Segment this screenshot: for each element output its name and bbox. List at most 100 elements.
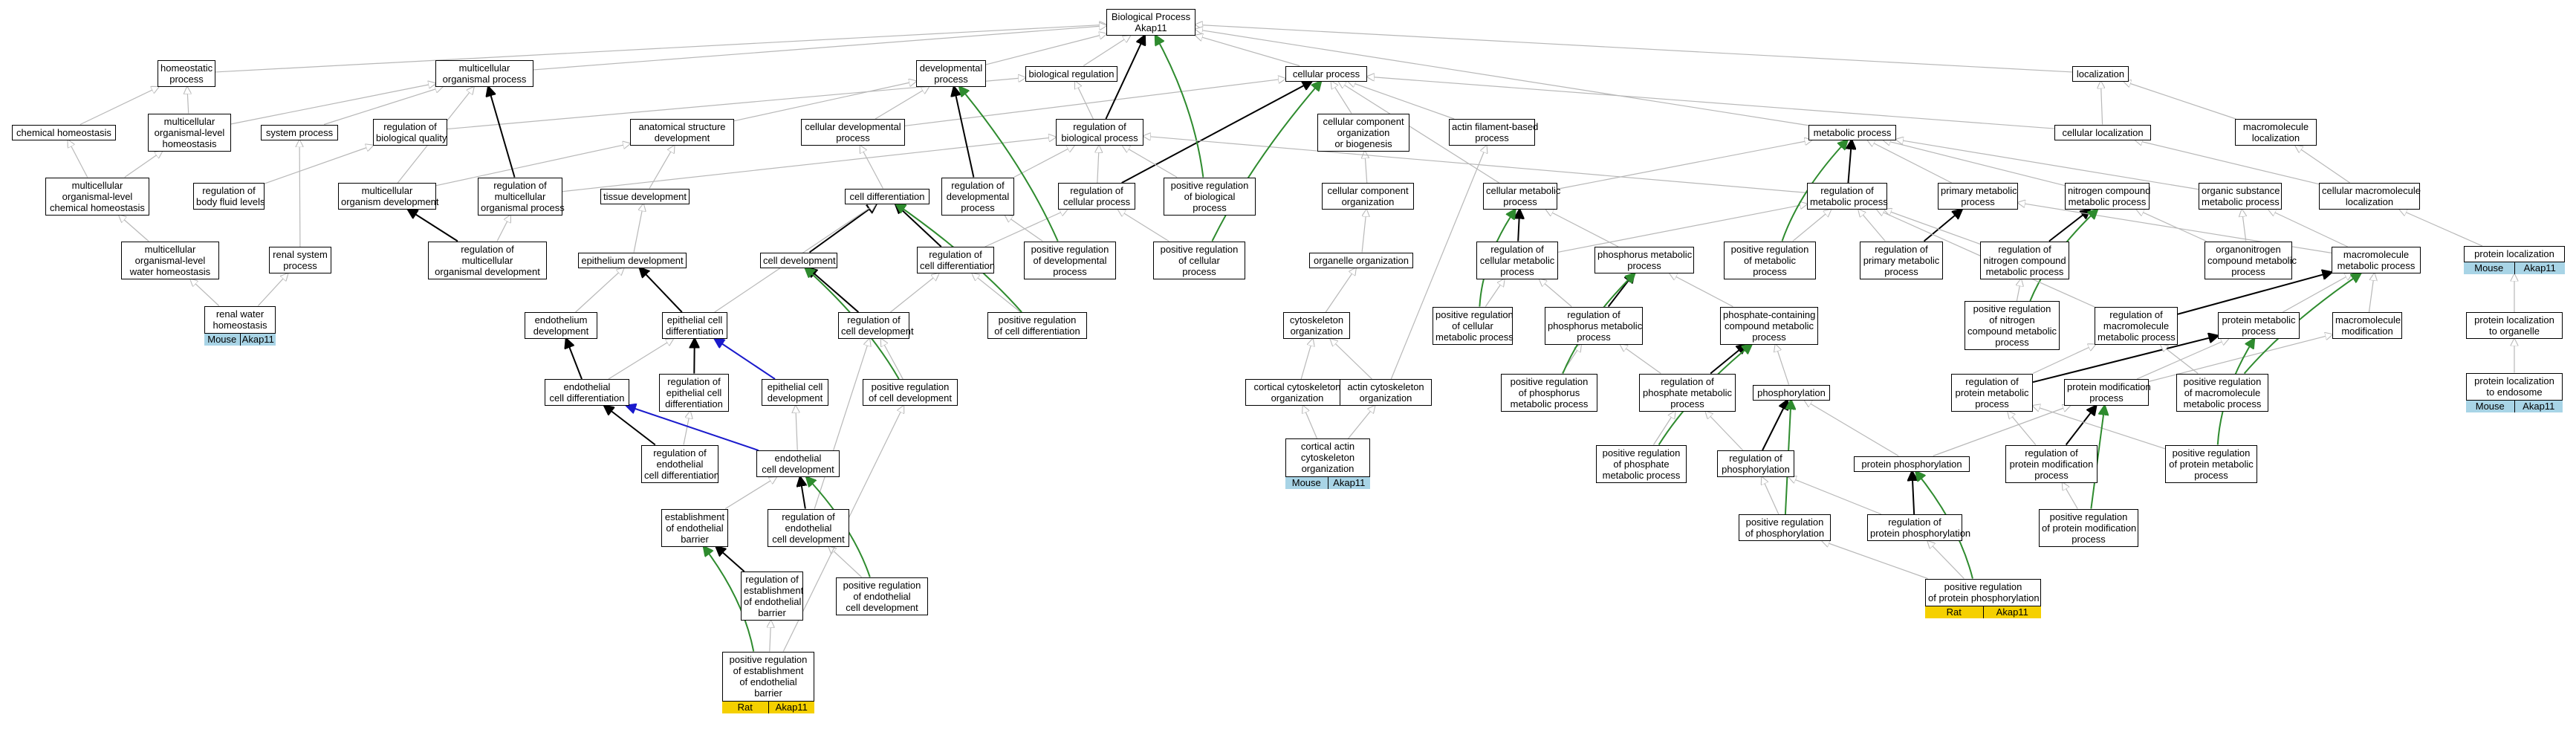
go-term-node-cellloc[interactable]: cellular localization xyxy=(2054,124,2151,140)
go-term-node-cellp[interactable]: cellular process xyxy=(1285,65,1367,82)
go-term-node-epidev[interactable]: epithelium development xyxy=(578,252,687,268)
go-term-node-celldiff[interactable]: cell differentiation xyxy=(845,188,929,204)
go-term-node-phosph[interactable]: phosphorylation xyxy=(1753,384,1830,401)
edge-part-of xyxy=(2065,406,2096,446)
go-term-node-bioreg[interactable]: biological regulation xyxy=(1025,65,1117,82)
go-term-node-celldev[interactable]: cell development xyxy=(760,252,837,268)
go-term-node-orgorg[interactable]: organelle organization xyxy=(1309,252,1413,268)
go-term-node-metp[interactable]: metabolic process xyxy=(1808,124,1896,140)
go-term-node-tissdev[interactable]: tissue development xyxy=(600,188,690,204)
go-term-label: cytoskeleton xyxy=(1289,314,1344,326)
go-term-node-sysp[interactable]: system process xyxy=(261,124,338,140)
go-term-label: developmental xyxy=(919,62,983,74)
go-term-node-protphosph[interactable]: protein phosphorylation xyxy=(1854,456,1970,472)
edge-is-a xyxy=(2137,210,2207,242)
go-term-node-chemhomeo[interactable]: chemical homeostasis xyxy=(12,124,116,140)
go-term-node-local[interactable]: localization xyxy=(2072,65,2129,82)
